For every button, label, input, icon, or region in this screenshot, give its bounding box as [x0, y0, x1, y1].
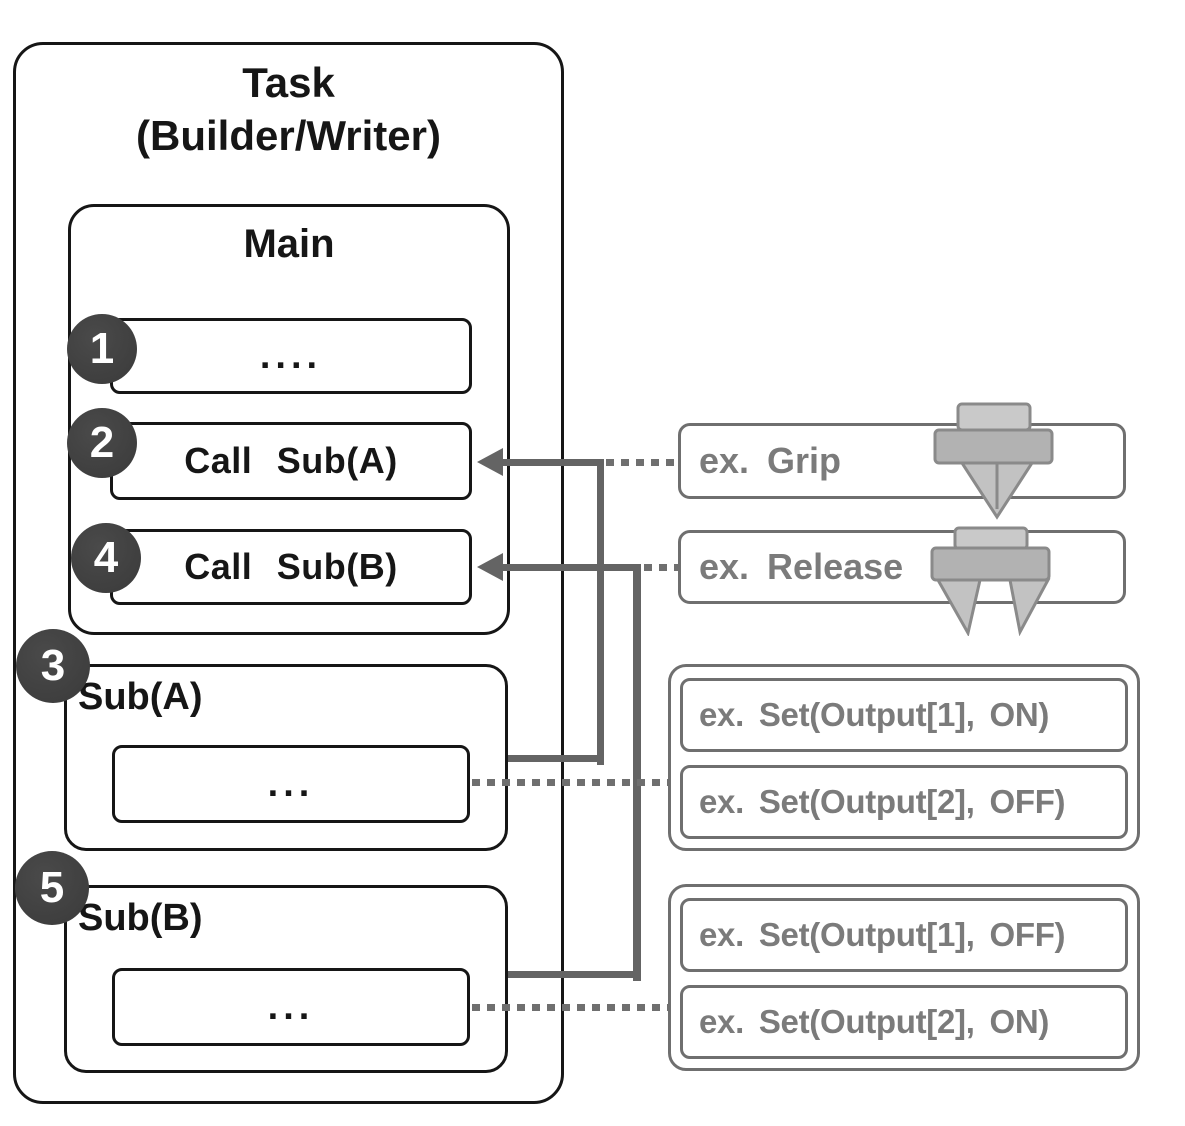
main-statement-1-box: ....: [110, 318, 472, 394]
example-set-output1-off-box: ex. Set(Output[1], OFF): [680, 898, 1128, 972]
dotted-link-sub-b-examples: [472, 1004, 668, 1011]
main-statement-1-text: ....: [259, 334, 323, 377]
call-sub-a-box: Call Sub(A): [110, 422, 472, 500]
dotted-link-release: [644, 564, 678, 571]
dotted-link-grip: [606, 459, 678, 466]
example-release-box: ex. Release: [678, 530, 1126, 604]
example-set-output2-off-box: ex. Set(Output[2], OFF): [680, 765, 1128, 839]
call-sub-b-text: Call Sub(B): [184, 546, 398, 587]
connector-sub-a-return: [508, 755, 600, 762]
step-badge-3-number: 3: [40, 641, 66, 690]
arrowhead-call-sub-b-icon: [477, 553, 503, 581]
dotted-link-sub-a-examples: [472, 779, 668, 786]
example-set-output2-on-box: ex. Set(Output[2], ON): [680, 985, 1128, 1059]
sub-b-body-text: ...: [267, 985, 315, 1028]
sub-b-label: Sub(B): [78, 897, 203, 939]
step-badge-5-number: 5: [39, 863, 65, 912]
step-badge-2: 2: [67, 408, 137, 478]
step-badge-1: 1: [67, 314, 137, 384]
connector-sub-a-horizontal: [500, 459, 604, 466]
example-set-output1-off-text: ex. Set(Output[1], OFF): [699, 916, 1066, 953]
call-sub-b-box: Call Sub(B): [110, 529, 472, 605]
gripper-open-icon: [930, 526, 1051, 636]
sub-a-body-text: ...: [267, 762, 315, 805]
example-release-text: ex. Release: [699, 546, 904, 587]
sub-a-body-box: ...: [112, 745, 470, 823]
example-set-output2-off-text: ex. Set(Output[2], OFF): [699, 783, 1066, 820]
gripper-closed-icon: [933, 402, 1054, 520]
step-badge-4: 4: [71, 523, 141, 593]
task-title-line2: (Builder/Writer): [136, 112, 441, 159]
example-set-output2-on-text: ex. Set(Output[2], ON): [699, 1003, 1050, 1040]
step-badge-1-number: 1: [89, 324, 115, 373]
step-badge-4-number: 4: [93, 533, 119, 582]
example-set-output1-on-text: ex. Set(Output[1], ON): [699, 696, 1050, 733]
connector-sub-b-return: [508, 971, 636, 978]
example-grip-text: ex. Grip: [699, 440, 842, 481]
example-set-output1-on-box: ex. Set(Output[1], ON): [680, 678, 1128, 752]
arrowhead-call-sub-a-icon: [477, 448, 503, 476]
sub-a-label: Sub(A): [78, 676, 203, 718]
connector-sub-b-vertical: [633, 564, 641, 981]
example-grip-box: ex. Grip: [678, 423, 1126, 499]
task-title: Task (Builder/Writer): [13, 56, 564, 162]
step-badge-3: 3: [16, 629, 90, 703]
connector-sub-a-vertical: [597, 459, 604, 765]
step-badge-2-number: 2: [89, 418, 115, 467]
sub-b-body-box: ...: [112, 968, 470, 1046]
step-badge-5: 5: [15, 851, 89, 925]
call-sub-a-text: Call Sub(A): [184, 440, 398, 481]
main-title: Main: [243, 222, 335, 266]
task-title-line1: Task: [242, 59, 335, 106]
connector-sub-b-horizontal: [500, 564, 640, 571]
